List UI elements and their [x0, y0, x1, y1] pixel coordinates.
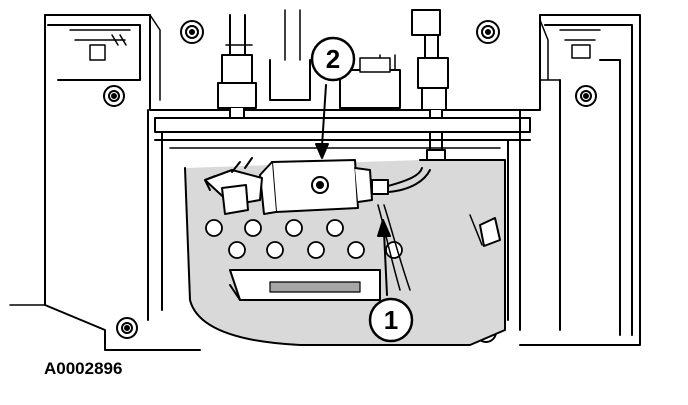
- cross-member: [154, 117, 531, 149]
- switch-module: [259, 159, 389, 215]
- upper-left-connector: [217, 14, 257, 126]
- figure-code: A0002896: [44, 359, 122, 378]
- bolt-bottom-left: [116, 317, 138, 339]
- upper-left-bracket: [69, 14, 161, 101]
- upper-right-bracket: [539, 19, 601, 81]
- callout-1-label: 1: [384, 305, 398, 335]
- bolt-right: [575, 85, 597, 107]
- arrowhead-2: [315, 143, 329, 159]
- console-housing: [9, 14, 641, 351]
- leader-line-1: [383, 231, 388, 296]
- upper-center-block: [269, 9, 401, 109]
- bolt-top-left: [180, 20, 204, 44]
- callout-2-label: 2: [326, 44, 340, 74]
- bolt-top-right: [476, 20, 500, 44]
- callout-1: 1: [368, 297, 414, 343]
- tray-holes: [205, 219, 403, 259]
- arrowhead-1: [377, 219, 391, 237]
- leader-arrows: [315, 84, 391, 296]
- wiring-harness-connector: [377, 167, 501, 291]
- left-electrical-connector: [204, 157, 263, 215]
- side-rails: [147, 109, 521, 331]
- bolt-left: [103, 85, 125, 107]
- callout-2: 2: [310, 36, 356, 82]
- leader-line-2: [321, 84, 327, 147]
